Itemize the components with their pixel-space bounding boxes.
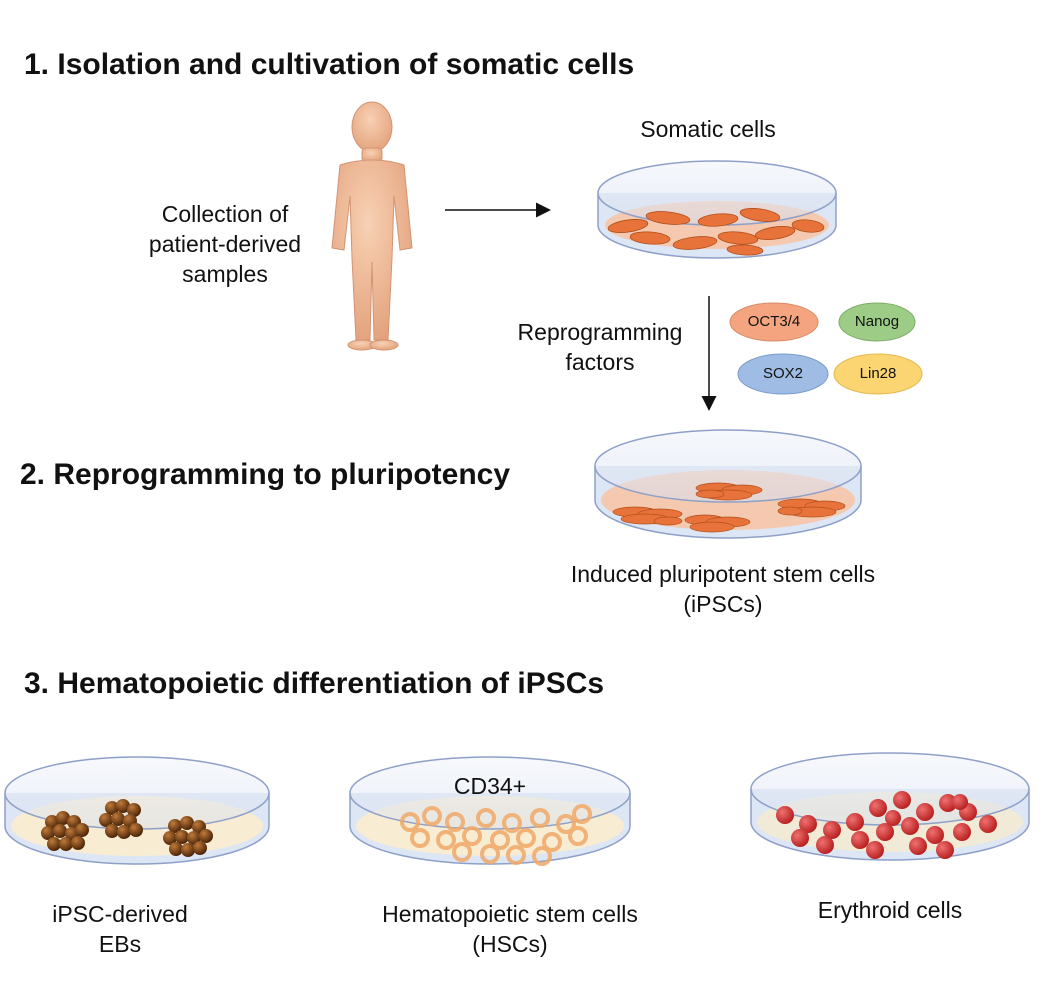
section1-heading: 1. Isolation and cultivation of somatic … <box>24 48 635 81</box>
section3-heading: 3. Hematopoietic differentiation of iPSC… <box>24 667 605 700</box>
somatic-cells <box>607 208 825 256</box>
hsc-dish <box>349 756 631 866</box>
collection-label: Collection of patient-derived samples <box>148 201 302 287</box>
human-figure-icon <box>331 101 413 351</box>
cd34-marker-label: CD34+ <box>453 773 527 799</box>
reprogramming-factors-label: Reprogramming factors <box>517 319 683 375</box>
ipsc-label: Induced pluripotent stem cells (iPSCs) <box>570 561 876 617</box>
somatic-cells-dish <box>597 160 837 259</box>
hematopoietic-cells <box>400 804 592 866</box>
eb-label: iPSC-derived EBs <box>52 901 188 957</box>
embryoid-bodies <box>41 799 213 857</box>
hsc-label: Hematopoietic stem cells (HSCs) <box>382 901 638 957</box>
erythroid-label: Erythroid cells <box>817 897 963 923</box>
factor-nanog-label: Nanog <box>854 313 900 330</box>
factor-nanog-shape <box>838 302 916 342</box>
ipsc-colonies <box>612 482 846 533</box>
factor-oct34-label: OCT3/4 <box>747 313 801 330</box>
red-blood-cells <box>776 791 997 859</box>
factor-lin28-shape <box>833 353 923 395</box>
eb-dish <box>4 756 270 865</box>
erythroid-dish <box>750 752 1030 861</box>
somatic-cells-label: Somatic cells <box>640 116 776 142</box>
factor-oct34-shape <box>729 302 819 342</box>
factor-sox2-shape <box>737 353 829 395</box>
ipsc-dish <box>594 429 862 539</box>
factor-sox2-label: SOX2 <box>762 365 804 382</box>
section2-heading: 2. Reprogramming to pluripotency <box>20 458 511 491</box>
factor-lin28-label: Lin28 <box>859 365 897 382</box>
